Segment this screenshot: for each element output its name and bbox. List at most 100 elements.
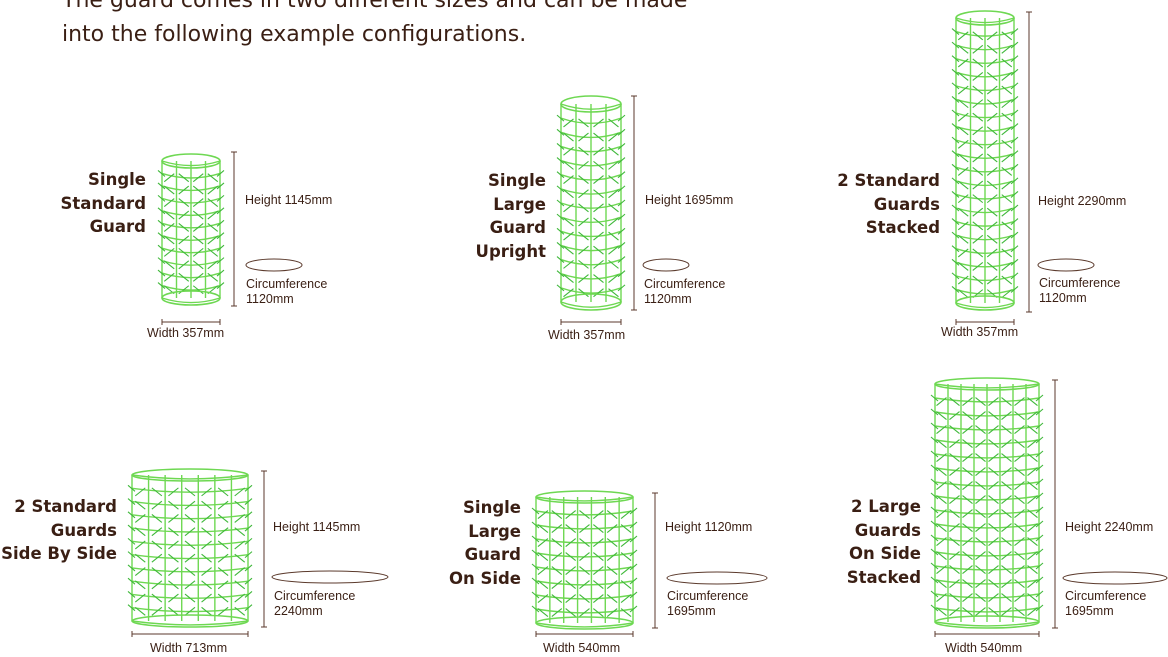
intro-text: The guard comes in two different sizes a…	[62, 0, 822, 52]
width-label: Width 357mm	[941, 325, 1019, 339]
wire-spikes	[531, 521, 638, 534]
top-rim	[955, 10, 1015, 26]
config-title: Single Large Guard On Side	[420, 496, 521, 590]
circumference-label: Circumference 1120mm	[644, 277, 725, 307]
circumference-label: Circumference 1695mm	[667, 589, 748, 619]
top-rim	[560, 95, 622, 113]
config-title-line: Guards	[854, 520, 921, 540]
wire-spikes	[556, 199, 626, 213]
wire-spikes	[951, 258, 1019, 271]
circumference-value: 1120mm	[246, 292, 294, 306]
ring-wire	[131, 620, 249, 626]
wire-spikes	[951, 150, 1019, 163]
wire-mesh	[556, 95, 626, 311]
ring-wire	[934, 565, 1040, 571]
wire-spikes	[930, 562, 1044, 575]
wire-spikes	[930, 590, 1044, 603]
wire-spikes	[157, 244, 225, 257]
circumference-label: Circumference 1120mm	[1039, 276, 1120, 306]
height-label: Height 1695mm	[645, 193, 734, 207]
wire-spikes	[157, 232, 225, 245]
config-title-line: 2 Standard	[837, 171, 940, 190]
wire-spikes	[127, 577, 253, 590]
wire-spikes	[930, 394, 1044, 407]
circumference-title: Circumference	[246, 277, 328, 291]
height-label: Height 2290mm	[1038, 194, 1127, 208]
wire-spikes	[930, 492, 1044, 505]
intro-line-1: The guard comes in two different sizes a…	[62, 0, 688, 13]
config-title-line: Single	[88, 170, 146, 189]
ring-wire	[131, 474, 249, 480]
wire-spikes	[951, 123, 1019, 136]
ring-wire	[934, 621, 1040, 627]
config-title-line: Single	[463, 498, 521, 517]
wire-spikes	[531, 605, 638, 618]
wire-spikes	[157, 219, 225, 232]
config-title-line: Guard	[464, 545, 521, 564]
ring-wire	[560, 258, 622, 266]
ring-wire	[535, 622, 634, 628]
wire-spikes	[531, 591, 638, 604]
ring-wire	[560, 287, 622, 294]
ring-wire	[955, 139, 1015, 146]
config-title-line: On Side	[848, 544, 921, 563]
ring-wire	[955, 302, 1015, 309]
config-title: Single Standard Guard	[40, 168, 146, 239]
ring-wire	[955, 71, 1015, 78]
ring-wire	[161, 197, 221, 204]
bottom-rim	[535, 616, 634, 630]
ring-wire	[955, 261, 1015, 268]
config-title-line: Stacked	[865, 218, 940, 237]
wire-spikes	[930, 478, 1044, 491]
wire-spikes	[930, 604, 1044, 617]
wire-spikes	[951, 163, 1019, 176]
ring-wire	[955, 275, 1015, 282]
config-title-line: Stacked	[846, 567, 921, 587]
ring-wire	[934, 509, 1040, 515]
wire-spikes	[951, 28, 1019, 41]
wire-spikes	[531, 535, 638, 548]
ring-wire	[535, 496, 634, 502]
wire-spikes	[127, 484, 253, 497]
ring-wire	[955, 288, 1015, 295]
ring-wire	[955, 248, 1015, 254]
ring-wire	[955, 220, 1015, 227]
height-label: Height 1120mm	[665, 520, 753, 534]
bottom-rim	[934, 615, 1040, 629]
wire-spikes	[127, 564, 253, 576]
wire-spikes	[556, 143, 626, 156]
config-title-line: Guards	[873, 194, 940, 214]
wire-spikes	[951, 218, 1019, 231]
ring-wire	[161, 210, 221, 217]
config-title-line: 2 Large	[850, 497, 921, 516]
wire-spikes	[951, 136, 1019, 149]
config-title-line: Guard	[89, 217, 146, 236]
wire-spikes	[930, 576, 1044, 589]
ring-wire	[161, 297, 221, 304]
top-rim	[161, 153, 221, 169]
config-title: 2 Large Guards On Side Stacked	[820, 495, 921, 589]
ring-wire	[161, 235, 221, 241]
wire-spikes	[930, 548, 1044, 561]
ring-wire	[934, 453, 1040, 459]
wire-spikes	[531, 563, 638, 576]
wire-mesh	[531, 490, 638, 630]
config-title: Single Large Guard Upright	[440, 169, 546, 263]
wire-spikes	[930, 408, 1044, 421]
height-label: Height 2240mm	[1065, 520, 1154, 534]
ring-wire	[560, 174, 622, 181]
top-rim	[535, 490, 634, 504]
config-title-line: Single	[488, 171, 546, 190]
circumference-value: 1695mm	[667, 604, 716, 618]
wire-mesh	[951, 10, 1019, 311]
config-title-line: Large	[468, 521, 521, 541]
circumference-label: Circumference 1120mm	[246, 277, 327, 307]
circumference-value: 1120mm	[644, 292, 692, 306]
wire-spikes	[951, 55, 1019, 68]
wire-spikes	[556, 185, 626, 199]
ring-wire	[955, 153, 1015, 159]
